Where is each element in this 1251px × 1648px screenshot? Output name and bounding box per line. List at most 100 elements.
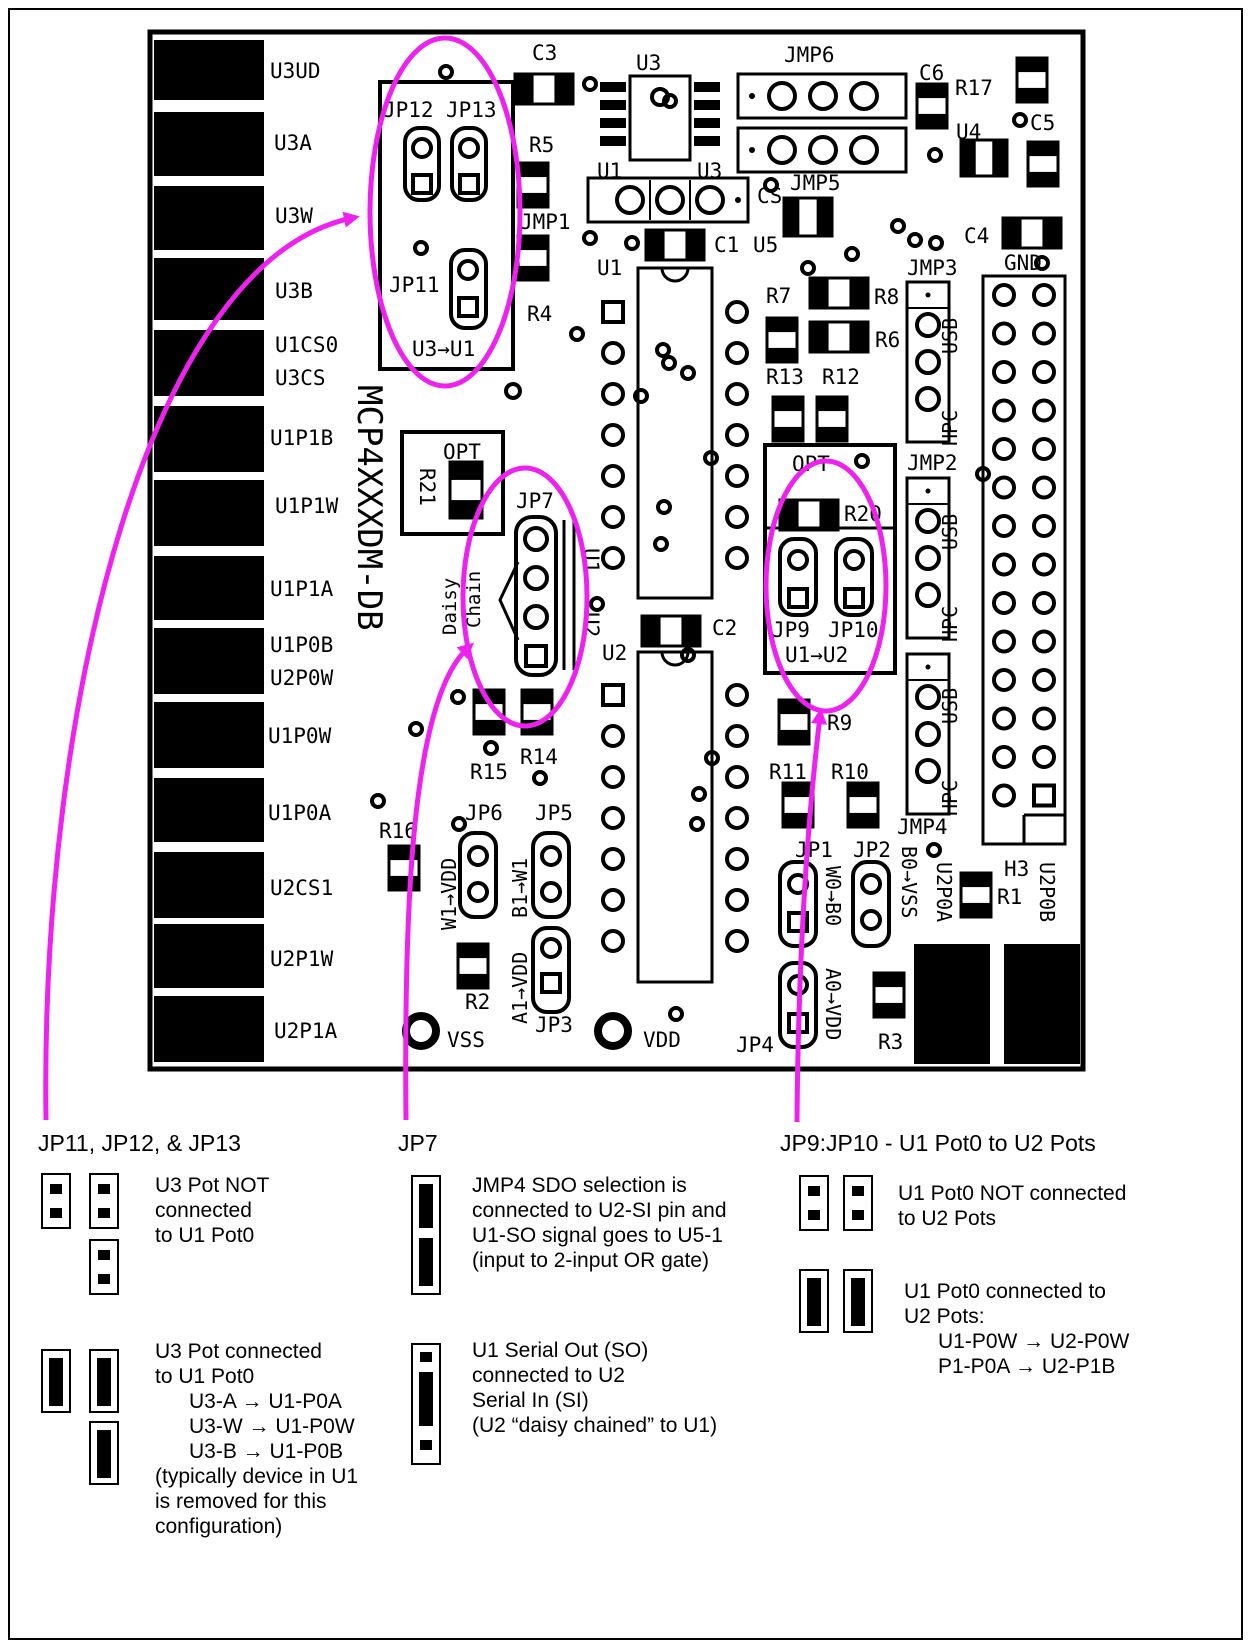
r3-label: R3 [878, 1030, 903, 1054]
r2-label: R2 [465, 990, 490, 1014]
r21-label: R21 [415, 468, 439, 506]
pad-u2p0a [914, 944, 990, 1064]
w1vdd-label: W1→VDD [437, 858, 461, 930]
vias [370, 76, 1050, 1022]
via [569, 326, 585, 342]
jmp3-label: JMP3 [907, 256, 958, 280]
w0b0-label: W0→B0 [821, 866, 845, 926]
jmp6-row1 [736, 72, 908, 120]
via [907, 232, 923, 248]
edge-pad [154, 480, 264, 546]
jmp6-label: JMP6 [784, 43, 835, 67]
a1vdd-label: A1→VDD [508, 952, 532, 1024]
via [532, 770, 548, 786]
jp10-header [834, 537, 874, 617]
via [589, 596, 605, 612]
board-title: MCP4XXXDM-DB [349, 385, 389, 631]
u2-label: U2 [602, 641, 627, 665]
r17-label: R17 [955, 76, 993, 100]
jp9-icons [799, 1175, 873, 1333]
r1-label: R1 [997, 885, 1022, 909]
edge-pad-label: U2P1A [274, 1019, 338, 1043]
callout-jp7-title: JP7 [398, 1130, 438, 1156]
via [691, 786, 707, 802]
edge-pad-label: U2P0W [270, 666, 334, 690]
r15-label: R15 [470, 760, 508, 784]
r11-label: R11 [769, 760, 807, 784]
edge-pad [154, 258, 264, 320]
usb-label: USB [938, 688, 962, 724]
jmp4-label: JMP4 [897, 815, 948, 839]
jp4-label: JP4 [736, 1033, 774, 1057]
via [451, 816, 467, 832]
via [483, 740, 499, 756]
edge-pad-label: U3A [274, 131, 312, 155]
edge-pad-label: U1P1W [275, 494, 339, 518]
highlight-jp11-13 [367, 35, 523, 389]
jp1-label: JP1 [795, 838, 833, 862]
via [689, 816, 705, 832]
r7-label: R7 [766, 284, 791, 308]
jp5-label: JP5 [535, 801, 573, 825]
edge-pad-label: U1P1B [270, 426, 333, 450]
jp10-label: JP10 [828, 618, 879, 642]
arrow-jp11 [43, 211, 360, 1121]
via [680, 365, 696, 381]
jp12-header [403, 126, 441, 202]
jp9-label: JP9 [772, 618, 810, 642]
via [890, 218, 906, 234]
jp13-label: JP13 [446, 98, 497, 122]
edge-pad-label: U3W [275, 204, 313, 228]
via [624, 235, 640, 251]
jp11-icon-closed-bottom [89, 1421, 119, 1485]
edge-pad-label: U3B [275, 279, 313, 303]
highlights [43, 35, 889, 1123]
via [408, 721, 424, 737]
gnd-label: GND [1004, 251, 1042, 275]
edge-pad [154, 924, 264, 988]
cs-label: CS [757, 184, 782, 208]
c6-label: C6 [919, 61, 944, 85]
u1-socket [636, 266, 714, 600]
edge-pad [154, 996, 264, 1062]
jmp5-label: JMP5 [790, 171, 841, 195]
edge-pad [154, 406, 264, 472]
bottom-jumpers [458, 831, 891, 1049]
callout-jp11-title: JP11, JP12, & JP13 [38, 1130, 241, 1156]
c3-label: C3 [532, 41, 557, 65]
c4-label: C4 [964, 224, 989, 248]
r12-label: R12 [822, 365, 860, 389]
jmp2-label: JMP2 [907, 451, 958, 475]
edge-pad-label: U1CS0 [275, 333, 338, 357]
edge-pad [154, 186, 264, 250]
via [844, 246, 860, 262]
via [655, 342, 671, 358]
via [450, 689, 466, 705]
u1b-label: U1 [597, 256, 622, 280]
edge-pad-label: U2CS1 [270, 876, 333, 900]
via [763, 177, 779, 193]
via [656, 499, 672, 515]
jp11-header [449, 248, 488, 330]
highlight-jp7 [460, 465, 590, 729]
u4-label: U4 [956, 120, 981, 144]
edge-pad-label: U1P0W [268, 724, 332, 748]
jp7-label: JP7 [516, 489, 554, 513]
hpc-label: HPC [938, 606, 962, 642]
opt-left-box [400, 430, 505, 536]
u2p0b-label: U2P0B [1035, 862, 1059, 922]
jmp1-label: JMP1 [520, 210, 571, 234]
edge-pad-labels: U3UDU3AU3WU3BU1CS0U3CSU1P1BU1P1WU1P1AU1P… [268, 59, 339, 1043]
via [927, 147, 943, 163]
jp7-header [514, 515, 558, 677]
u5-label: U5 [753, 233, 778, 257]
via [582, 76, 598, 92]
edge-pad [154, 778, 264, 842]
arrow-jp9 [794, 708, 827, 1123]
u1-label: U1 [597, 159, 622, 183]
r9-label: R9 [827, 711, 852, 735]
